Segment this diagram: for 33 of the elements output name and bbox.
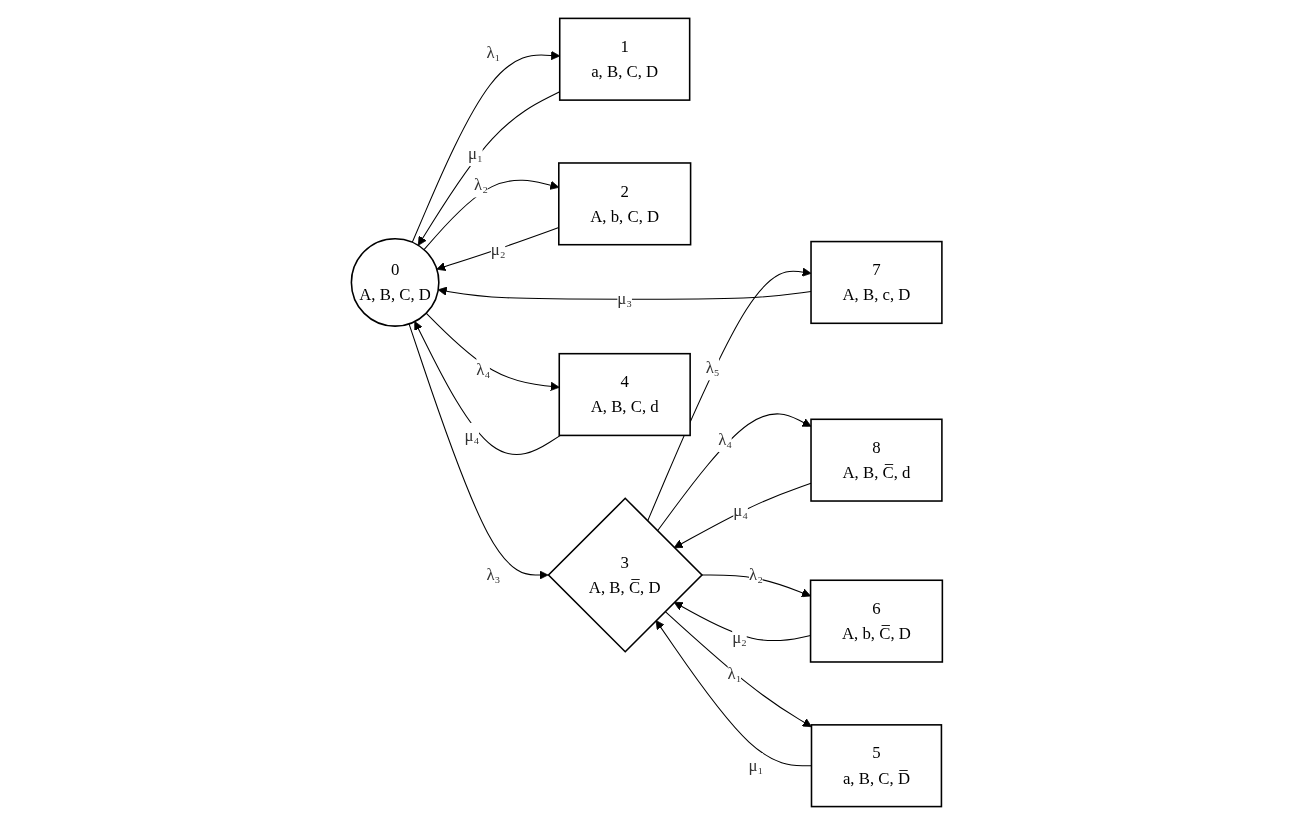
edge-label: λ₅: [705, 358, 720, 377]
edge-label: λ₃: [486, 565, 501, 584]
node-circle: 0 A, B, C, D: [350, 237, 440, 327]
edge-label: λ₄: [475, 360, 490, 379]
edge-label: λ₁: [486, 43, 501, 61]
edge-label: μ₄: [464, 425, 479, 444]
edge-label: μ₂: [490, 240, 506, 258]
edge-label: μ₃: [616, 289, 632, 308]
arrow: [664, 610, 812, 728]
arrow: [411, 50, 560, 243]
node-box: 8 A, B, C̅, d: [809, 418, 943, 502]
arrow: [673, 601, 811, 642]
arrow: [417, 91, 560, 246]
edge-label: λ₂: [748, 565, 763, 584]
edge-label: μ₄: [732, 501, 748, 520]
arrow: [408, 323, 548, 580]
node-box: 2 A, b, C, D: [557, 162, 691, 246]
arrow: [435, 227, 559, 272]
edge-label: μ₂: [731, 628, 747, 647]
edge-label: μ₁: [467, 144, 483, 163]
node-box: 7 A, B, c, D: [809, 240, 943, 325]
edge-label: λ₁: [727, 664, 742, 683]
arrow: [423, 179, 559, 251]
node-box: 1 a, B, C, D: [558, 17, 691, 101]
edge-label: μ₁: [748, 756, 764, 775]
arrow: [413, 321, 561, 455]
edge-label: λ₄: [717, 430, 732, 448]
node-box: 6 A, b, C̅, D: [809, 579, 943, 663]
node-box: 4 A, B, C, d: [558, 352, 691, 437]
node-box: 5 a, B, C, D̅: [810, 724, 942, 808]
arrow: [655, 620, 812, 767]
edge-label: λ₂: [473, 175, 488, 194]
node-diamond: 3 A, B, C̅, D: [547, 497, 703, 653]
